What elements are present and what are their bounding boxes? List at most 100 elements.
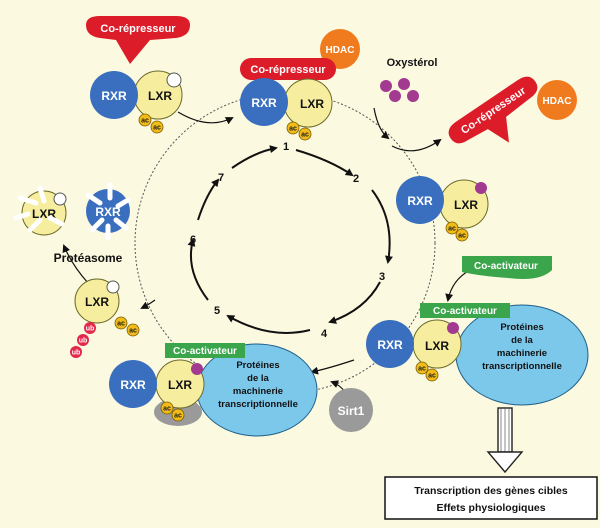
machinery-label-3: machinerie: [497, 348, 547, 359]
acetyl-group: [126, 323, 140, 337]
cycle-arrows: [187, 145, 393, 334]
step-5: 5: [214, 305, 220, 317]
arrow-to-state1: [177, 111, 234, 125]
coactivator-label: Co-activateur: [474, 261, 538, 272]
ligand-pocket: [106, 280, 120, 294]
acetyl-label: ac: [129, 328, 137, 335]
arrow-to-step5-complex: [310, 359, 355, 375]
acetyl-group: [455, 228, 469, 242]
arrow-oxysterol-binding: [373, 107, 390, 140]
ligand-pocket: [53, 192, 67, 206]
acetyl-label: ac: [458, 233, 466, 240]
rxr-label: RXR: [101, 89, 127, 103]
acetyl-group: [114, 316, 128, 330]
rxr-label: RXR: [251, 96, 277, 110]
coactivator-label: Co-activateur: [433, 306, 497, 317]
coactivator-label: Co-activateur: [173, 346, 237, 357]
machinery-label-4: transcriptionnelle: [218, 399, 298, 410]
oxysterol-molecule: [398, 78, 410, 90]
arrow-release-corepressor: [391, 138, 442, 152]
acetyl-label: ac: [418, 366, 426, 373]
acetyl-group: [445, 221, 459, 235]
proteasome-label: Protéasome: [54, 251, 123, 265]
hdac-node: [537, 80, 577, 120]
complex-state4: Protéines de la machinerie transcription…: [109, 343, 318, 437]
ubiquitin: [70, 346, 82, 358]
machinery-label-2: de la: [247, 373, 269, 384]
acetyl-group: [415, 361, 429, 375]
oxysterol-label: Oxystérol: [387, 57, 438, 69]
acetyl-group: [298, 127, 312, 141]
ubiquitin-label: ub: [86, 326, 95, 333]
lxr-label: LXR: [85, 295, 109, 309]
machinery-label-1: Protéines: [236, 360, 279, 371]
step-2: 2: [353, 173, 359, 185]
arrow-1-2: [295, 149, 354, 177]
complex-state0: LXR RXR ac ac: [90, 70, 183, 134]
degraded-complex: LXR RXR: [13, 182, 131, 241]
rxr-node: [366, 320, 414, 368]
step-7: 7: [218, 172, 224, 184]
rxr-label: RXR: [407, 194, 433, 208]
arrow-to-degradation: [140, 299, 156, 309]
arrow-4-5: [226, 315, 311, 334]
machinery-label-1: Protéines: [500, 322, 543, 333]
hdac-label: HDAC: [543, 96, 572, 107]
acetyl-group: [160, 401, 174, 415]
hdac-node: [320, 29, 360, 69]
rxr-node: [240, 78, 288, 126]
machinery-label-4: transcriptionnelle: [482, 361, 562, 372]
sirt1-label: Sirt1: [338, 404, 365, 418]
output-arrow: [486, 407, 524, 474]
output-line-2: Effets physiologiques: [436, 502, 545, 514]
acetyl-label: ac: [117, 321, 125, 328]
acetyl-label: ac: [301, 132, 309, 139]
arrow-coactivator-recruit: [445, 269, 471, 302]
rxr-node: [90, 71, 138, 119]
step-3: 3: [379, 271, 385, 283]
released-corepressor: HDAC Co-répresseur: [448, 76, 577, 144]
acetyl-label: ac: [289, 126, 297, 133]
corepressor-label: Co-répresseur: [100, 23, 176, 35]
arrow-7-1: [231, 145, 278, 169]
step-numbers: 1 2 3 4 5 6 7: [190, 141, 385, 340]
hdac-label: HDAC: [326, 45, 355, 56]
sirt1-group: Sirt1: [329, 388, 373, 432]
oxysterol-bound: [475, 182, 487, 194]
complex-state1: HDAC Co-répresseur LXR RXR ac ac: [240, 29, 360, 141]
ubiquitin: [77, 334, 89, 346]
ubiquitin-label: ub: [72, 350, 81, 357]
corepressor-label: Co-répresseur: [250, 64, 326, 76]
complex-state3: Protéines de la machinerie transcription…: [366, 303, 589, 406]
output-box: Transcription des gènes cibles Effets ph…: [384, 476, 598, 520]
coactivator-bound: [420, 303, 510, 318]
arrow-6-7: [197, 178, 220, 221]
step-4: 4: [321, 328, 328, 340]
step-6: 6: [190, 234, 196, 246]
lxr-label: LXR: [148, 89, 172, 103]
acetyl-label: ac: [428, 373, 436, 380]
oxysterol-molecule: [389, 90, 401, 102]
corepressor-free: Co-répresseur: [86, 16, 190, 64]
acetyl-label: ac: [153, 125, 161, 132]
lxr-label: LXR: [454, 198, 478, 212]
arrow-to-proteasome: [62, 244, 89, 284]
rxr-label: RXR: [377, 338, 403, 352]
acetyl-label: ac: [141, 118, 149, 125]
arrow-5-6: [187, 238, 209, 301]
lxr-label: LXR: [300, 97, 324, 111]
outer-dotted-ring: [134, 92, 436, 394]
machinery-label-2: de la: [511, 335, 533, 346]
fragmentation-cracks: [13, 182, 131, 241]
acetyl-label: ac: [163, 406, 171, 413]
oxysterol-group: Oxystérol: [380, 57, 437, 102]
machinery-label-3: machinerie: [233, 386, 283, 397]
step-1: 1: [283, 141, 289, 153]
ubiquitin-label: ub: [79, 338, 88, 345]
oxysterol-bound: [447, 322, 459, 334]
ubiquitin: [84, 322, 96, 334]
output-line-1: Transcription des gènes cibles: [414, 485, 568, 497]
acetyl-group: [425, 368, 439, 382]
corepressor-bound: [240, 58, 336, 80]
